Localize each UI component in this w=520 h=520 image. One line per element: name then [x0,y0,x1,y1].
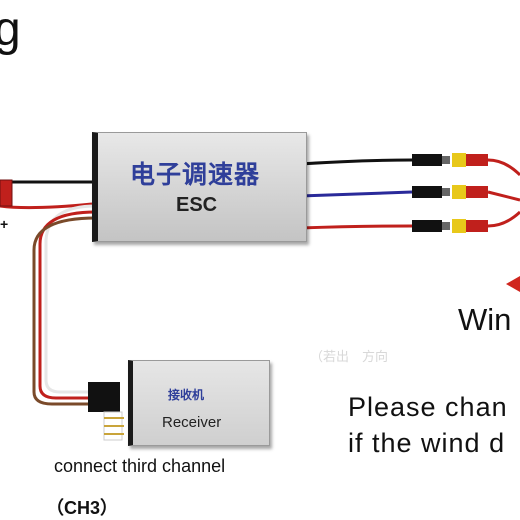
bullet-connector-2 [412,185,488,199]
esc-module [92,132,307,242]
receiver-plug [88,382,120,412]
battery-wire-red [0,202,93,210]
bullet-connector-3 [412,219,488,233]
bullet-connector-1 [412,153,488,167]
esc-label-cn: 电子调速器 [130,160,261,189]
receiver-cable-red [38,210,100,400]
battery-plus-label: + [0,216,9,232]
esc-label-en: ESC [176,194,218,216]
receiver-module [128,360,270,446]
page-title: g [0,3,21,56]
wind-arrow-icon [506,276,520,292]
battery-connector [0,179,13,207]
motor-wire-red [299,224,413,230]
motor-wire-blue [299,190,413,198]
faint-note: （若出 方向 [310,350,389,365]
receiver-cable-white [44,204,100,394]
receiver-cable-dark [32,216,100,406]
receiver-label-cn: 接收机 [168,388,205,402]
wind-label: Win [458,302,512,337]
motor-wire-black [299,158,413,166]
channel-label: （CH3） [46,498,119,518]
note-line-1: Please chan [348,392,508,422]
receiver-label-en: Receiver [162,414,222,431]
note-line-2: if the wind d [348,428,506,458]
connect-channel-label: connect third channel [54,456,226,476]
